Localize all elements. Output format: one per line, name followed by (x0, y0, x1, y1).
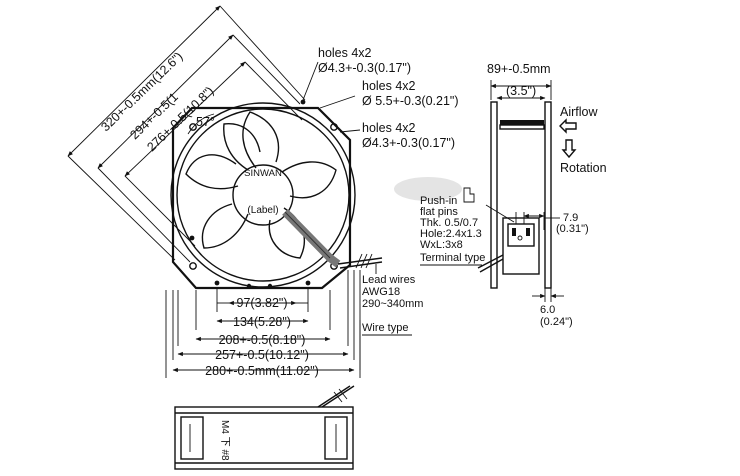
side-depth: 89+-0.5mm (487, 62, 551, 76)
holes-low-count: holes 4x2 (362, 121, 416, 135)
airflow-arrow-icon (559, 118, 577, 134)
side-frame-right (544, 101, 552, 289)
lead-wires-label: Lead wires (362, 274, 416, 286)
terminal-pin-icon (463, 187, 475, 203)
wire-type-label: Wire type (362, 322, 408, 334)
wire-length-label: 290~340mm (362, 298, 423, 310)
awg-label: AWG18 (362, 286, 400, 298)
side-frame-left (490, 101, 498, 289)
dim-97: 97(3.82") (237, 296, 288, 310)
side-depth-inch: (3.5") (506, 84, 536, 98)
holes-mid-spec: Ø 5.5+-0.3(0.21") (362, 94, 459, 108)
dim-257: 257+-0.5(10.12") (215, 348, 309, 362)
dim-7-9-inch: (0.31") (556, 223, 589, 235)
hole-label: Hole:2.4x1.3 (420, 228, 482, 240)
side-motor-strip (500, 120, 544, 125)
brand-label: SINWAN (244, 168, 282, 179)
screw-spec: M4 下 #8 (219, 420, 230, 461)
horizontal-dimensions: 97(3.82") 134(5.28") 208+-0.5(8.18") 257… (165, 270, 361, 378)
angle-57: 57° (196, 115, 215, 129)
holes-top-count: holes 4x2 (318, 46, 372, 60)
fan-hub (232, 164, 294, 226)
airflow-label: Airflow (560, 105, 598, 119)
push-in-label: Push-in (420, 195, 457, 207)
bottom-frame (174, 406, 354, 470)
venturi-outer-ring (170, 102, 356, 288)
bottom-view: M4 下 #8 (174, 385, 355, 470)
mounting-holes (189, 99, 338, 289)
hub-label: (Label) (247, 205, 278, 216)
terminal-box (502, 217, 540, 275)
dim-208: 208+-0.5(8.18") (219, 333, 306, 347)
thickness-label: Thk. 0.5/0.7 (420, 217, 478, 229)
dim-280: 280+-0.5mm(11.02") (205, 364, 319, 378)
dim-6-inch: (0.24") (540, 316, 573, 328)
dim-7-9: 7.9 (563, 212, 578, 224)
terminal-type-label: Terminal type (420, 252, 485, 264)
side-view: 89+-0.5mm (3.5") Airflow Rotation Push-i… (394, 62, 607, 328)
flat-pins-label: flat pins (420, 206, 458, 218)
rotation-arrow-icon (561, 139, 577, 159)
highlight-mark (394, 177, 462, 201)
dim-6: 6.0 (540, 304, 555, 316)
rotation-label: Rotation (560, 161, 607, 175)
holes-mid-count: holes 4x2 (362, 79, 416, 93)
dim-134: 134(5.28") (233, 315, 291, 329)
venturi-inner-ring (176, 108, 350, 282)
holes-top-spec: Ø4.3+-0.3(0.17") (318, 61, 411, 75)
wxl-label: WxL:3x8 (420, 239, 463, 251)
holes-low-spec: Ø4.3+-0.3(0.17") (362, 136, 455, 150)
